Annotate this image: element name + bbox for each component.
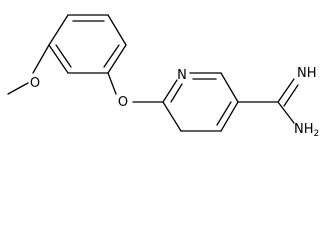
ether-oxygen-label: O [118,95,128,110]
pyridine-nitrogen-label: N [177,68,187,83]
chemical-structure-canvas: O O N NH NH2 [7,14,319,139]
methoxy-group [7,44,50,95]
amine-nh-text: NH [294,122,314,137]
amine-subscript: 2 [314,129,320,139]
ether-linkage [107,72,164,103]
imine-nh-label: NH [297,66,317,81]
molecule-drawing: O O N NH NH2 [7,14,319,139]
amine-nh2-label: NH2 [294,122,319,139]
amidine-group [237,78,299,124]
phenyl-ring [48,14,127,74]
pyridine-ring [162,72,239,132]
methoxy-oxygen-label: O [30,76,40,91]
